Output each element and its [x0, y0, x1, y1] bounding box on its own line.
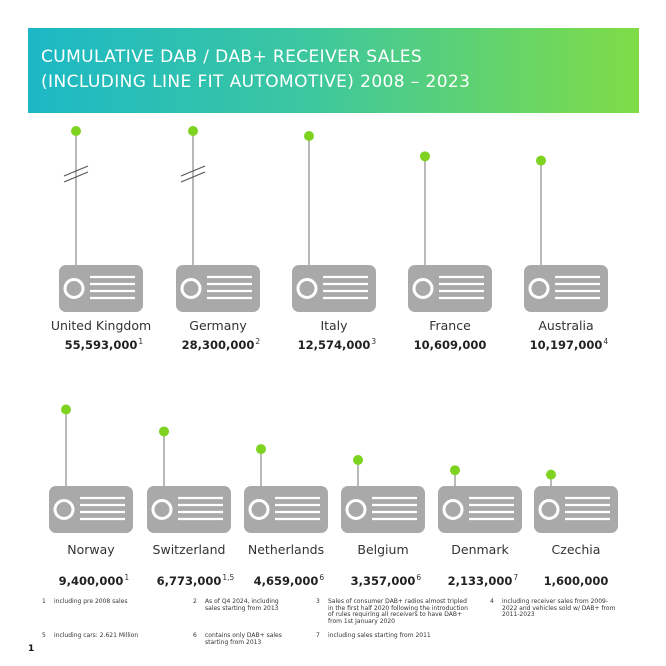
antenna-tip-dot: [450, 465, 460, 476]
page-number: 1: [28, 644, 35, 654]
antenna-tip-dot: [304, 131, 314, 141]
country-label: Germany: [189, 318, 247, 333]
value-label: 1,600,000: [544, 574, 609, 588]
antenna-tip-dot: [536, 155, 546, 166]
radio-icon: [408, 265, 492, 312]
footnote-text: including receiver sales from 2009-2022 …: [502, 598, 616, 618]
value-label: 10,609,000: [414, 338, 487, 352]
radio-icon: [524, 265, 608, 312]
footnote-text: including sales starting from 2011: [328, 632, 431, 639]
footnote-number: 7: [316, 632, 320, 639]
footnote-reference: 1,5: [222, 573, 234, 582]
chart-title-line-2: (INCLUDING LINE FIT AUTOMOTIVE) 2008 – 2…: [41, 72, 471, 92]
country-label: Netherlands: [248, 542, 324, 557]
footnote-number: 1: [42, 598, 46, 605]
axis-break-mark: [180, 165, 206, 177]
radio-speaker: [63, 278, 85, 299]
radio-speaker: [442, 499, 464, 520]
country-label: Belgium: [357, 542, 408, 557]
radio-speaker: [528, 278, 550, 299]
radio-icon: [176, 265, 260, 312]
radio-speaker: [538, 499, 560, 520]
country-label: Australia: [538, 318, 593, 333]
radio-icon: [147, 486, 231, 533]
footnote-reference: 2: [255, 337, 260, 346]
footnote-number: 5: [42, 632, 46, 639]
footnote-reference: 4: [603, 337, 608, 346]
footnote-reference: 6: [416, 573, 421, 582]
country-label: Switzerland: [153, 542, 226, 557]
radio-icon: [49, 486, 133, 533]
value-label: 3,357,000: [351, 574, 416, 588]
value-label: 12,574,000: [298, 338, 371, 352]
radio-speaker: [53, 499, 75, 520]
radio-speaker: [180, 278, 202, 299]
footnote-reference: 6: [319, 573, 324, 582]
footnote-number: 2: [193, 598, 197, 605]
footnote-text: including pre 2008 sales: [54, 598, 128, 605]
antenna-tip-dot: [420, 151, 430, 162]
antenna-tip-dot: [61, 404, 71, 415]
value-label: 10,197,000: [530, 338, 603, 352]
radio-icon: [244, 486, 328, 533]
radio-icon: [341, 486, 425, 533]
antenna-tip-dot: [546, 469, 556, 480]
footnote-reference: 7: [513, 573, 518, 582]
chart-title-line-1: CUMULATIVE DAB / DAB+ RECEIVER SALES: [41, 47, 423, 67]
antenna-tip-dot: [188, 126, 198, 136]
country-label: United Kingdom: [51, 318, 151, 333]
radio-icon: [59, 265, 143, 312]
axis-break-mark: [180, 171, 206, 183]
footnote-text: Sales of consumer DAB+ radios almost tri…: [328, 598, 468, 625]
country-label: Norway: [67, 542, 115, 557]
value-label: 55,593,000: [65, 338, 138, 352]
country-label: Czechia: [552, 542, 601, 557]
footnote-number: 4: [490, 598, 494, 605]
country-label: Denmark: [451, 542, 509, 557]
footnote-text: including cars: 2.621 Million: [54, 632, 139, 639]
footnote-number: 3: [316, 598, 320, 605]
country-label: Italy: [320, 318, 348, 333]
footnote-reference: 3: [371, 337, 376, 346]
antenna-tip-dot: [353, 454, 363, 465]
value-label: 28,300,000: [182, 338, 255, 352]
antenna-tip-dot: [159, 426, 169, 437]
radio-speaker: [151, 499, 173, 520]
radio-speaker: [412, 278, 434, 299]
footnote-number: 6: [193, 632, 197, 639]
value-label: 6,773,000: [157, 574, 222, 588]
radio-icon: [292, 265, 376, 312]
antenna-tip-dot: [71, 126, 81, 136]
footnote-text: As of Q4 2024, including sales starting …: [205, 598, 279, 612]
axis-break-mark: [63, 171, 89, 183]
value-label: 4,659,000: [254, 574, 319, 588]
footnote-reference: 1: [124, 573, 129, 582]
value-label: 2,133,000: [448, 574, 513, 588]
axis-break-mark: [63, 165, 89, 177]
country-label: France: [429, 318, 471, 333]
antenna-tip-dot: [256, 444, 266, 455]
value-label: 9,400,000: [59, 574, 124, 588]
radio-icon: [534, 486, 618, 533]
title-banner: CUMULATIVE DAB / DAB+ RECEIVER SALES (IN…: [28, 28, 639, 113]
radio-speaker: [345, 499, 367, 520]
radio-icon: [438, 486, 522, 533]
radio-speaker: [248, 499, 270, 520]
footnote-text: contains only DAB+ sales starting from 2…: [205, 632, 282, 646]
radio-speaker: [296, 278, 318, 299]
footnote-reference: 1: [138, 337, 143, 346]
